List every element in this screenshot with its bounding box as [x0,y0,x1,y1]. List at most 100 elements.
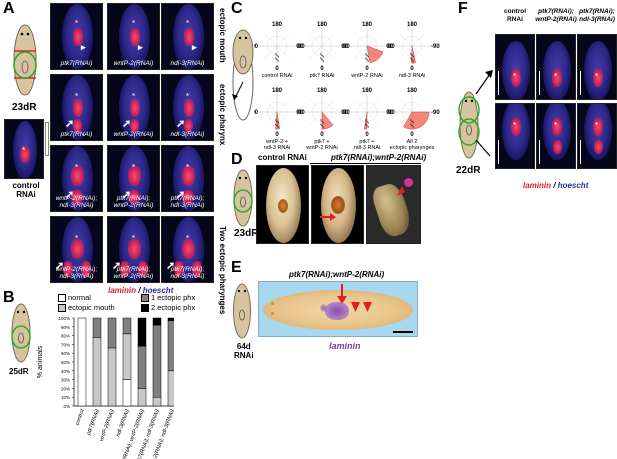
polar-tick-label: 180 [407,88,418,94]
star-marker: * [132,19,136,28]
polar-tick-label: 0 [275,132,279,138]
y-axis-label: % animals [37,345,44,378]
bar-segment-2-ectopic-phx [167,317,174,321]
polar-tick-label: -90 [341,110,350,116]
legend-swatch [141,304,149,313]
a-micrograph-r4-c1: *➚wntP-2(RNAi);ndl-3(RNAi) [50,216,103,283]
a-micrograph-r4-c3: *➚ptk7(RNAi);ndl-3(RNAi) [161,216,214,283]
a-row-label-2: ectopic pharynx [218,84,227,146]
panel-b-letter: B [3,289,15,306]
a-micrograph-r2-c3: * ➚ndl-3(RNAi) [161,74,214,141]
polar-tick-label: 180 [407,22,418,28]
polar-plot-label: control RNAi [262,73,293,79]
bar-segment-ectopic-mouth [167,370,174,407]
x-tick-label: control [75,408,87,426]
a-micrograph-r1-c1: *▸ptk7(RNAi) [50,3,103,70]
star-marker: * [75,234,79,243]
bar-segment-1-ectopic-phx [167,320,174,372]
control-micrograph: * [4,119,44,179]
polar-tick-label: -90 [431,110,440,116]
a-cell-caption: ptk7(RNAi);wntP-2(RNAi) [113,195,154,209]
a-micrograph-r3-c2: *➚ptk7(RNAi);wntP-2(RNAi) [107,145,160,212]
star-marker: * [132,234,136,243]
star-marker: * [186,19,190,28]
y-tick-label: 20% [61,386,70,391]
legend-item: 1 ectopic phx [141,293,195,303]
panel-f-letter: F [458,0,468,17]
star-marker: * [595,121,599,130]
d-pharynx-closeup-image [366,165,421,244]
a-cell-caption: wntP-2(RNAi) [113,60,154,67]
star-marker: * [554,72,558,81]
legend-label: ectopic mouth [68,303,115,312]
white-arrow: ➚ [122,118,132,130]
polar-tick-label: 0 [320,66,324,72]
a-micrograph-r1-c3: *▸ndl-3(RNAi) [161,3,214,70]
y-tick-label: 100% [58,316,70,321]
e-stain-label: laminin [329,341,361,351]
star-marker: * [186,163,190,172]
a-cell-caption: ndl-3(RNAi) [170,131,205,138]
polar-tick-label: 180 [272,22,283,28]
worm-cartoon-e [233,283,251,339]
white-arrow: ➚ [176,118,186,130]
y-tick-label: 0% [63,404,70,409]
x-tick-label: ndl-3(RNAi) [115,408,131,437]
stacked-bar-chart: 0%10%20%30%40%50%60%70%80%90%100%% anima… [37,316,174,459]
a-micrograph-r3-c1: *➚wntP-2(RNAi);ndl-3(RNAi) [50,145,103,212]
legend-swatch [58,294,66,303]
bar-segment-1-ectopic-phx [122,317,132,335]
bar-segment-ectopic-mouth [137,388,147,407]
star-marker: * [595,72,599,81]
scale-bar [539,71,540,95]
polar-tick-label: -90 [296,110,305,116]
e-micrograph [258,281,418,337]
d-double-rnai-image [311,165,364,244]
d-left-label: control RNAi [258,153,307,162]
polar-tick-label: 180 [272,88,283,94]
y-tick-label: 40% [61,369,70,374]
polar-tick-label: -90 [386,110,395,116]
polar-tick-label: 180 [362,22,373,28]
bar-segment-1-ectopic-phx [107,317,117,349]
worm-cartoon-b [11,303,31,363]
a-cell-caption: wntP-2(RNAi);ndl-3(RNAi) [55,195,98,209]
polar-plot-label: ptk7 +wntP-2 RNAi [305,139,337,151]
stain-legend-f: laminin / hoescht [523,181,589,190]
polar-tick-label: 90 [341,110,348,116]
polar-tick-label: 180 [317,88,328,94]
star-marker: * [22,146,26,155]
polar-plot-label: wntP-2 RNAi [350,73,382,79]
polar-plot-label: ptk7 +ndl-3 RNAi [354,139,381,151]
white-arrow: ➚ [112,260,122,272]
a-micrograph-r4-c2: *➚ptk7(RNAi);wntP-2(RNAi) [107,216,160,283]
polar-tick-label: 90 [296,110,303,116]
a-micrograph-r1-c2: *▸wntP-2(RNAi) [107,3,160,70]
bar-segment-ectopic-mouth [107,347,117,407]
timepoint-b: 25dR [9,367,29,376]
d-control-image [256,165,309,244]
f-micrograph-r1-c3: * [577,34,617,100]
timepoint-a: 23dR [12,102,37,113]
polar-tick-label: 90 [386,110,393,116]
bar-segment-ectopic-mouth [92,337,102,407]
legend-swatch [141,294,149,303]
f-column-header-3: ptk7(RNAi);ndl-3(RNAi) [579,8,615,23]
star-marker: * [186,92,190,101]
bar-segment-normal [122,379,132,407]
scale-bar [580,71,581,95]
y-tick-label: 80% [61,334,70,339]
star-marker: * [132,163,136,172]
d-right-label: ptk7(RNAi);wntP-2(RNAi) [331,153,427,162]
polar-tick-label: 180 [362,88,373,94]
polar-tick-label: 0 [410,132,414,138]
